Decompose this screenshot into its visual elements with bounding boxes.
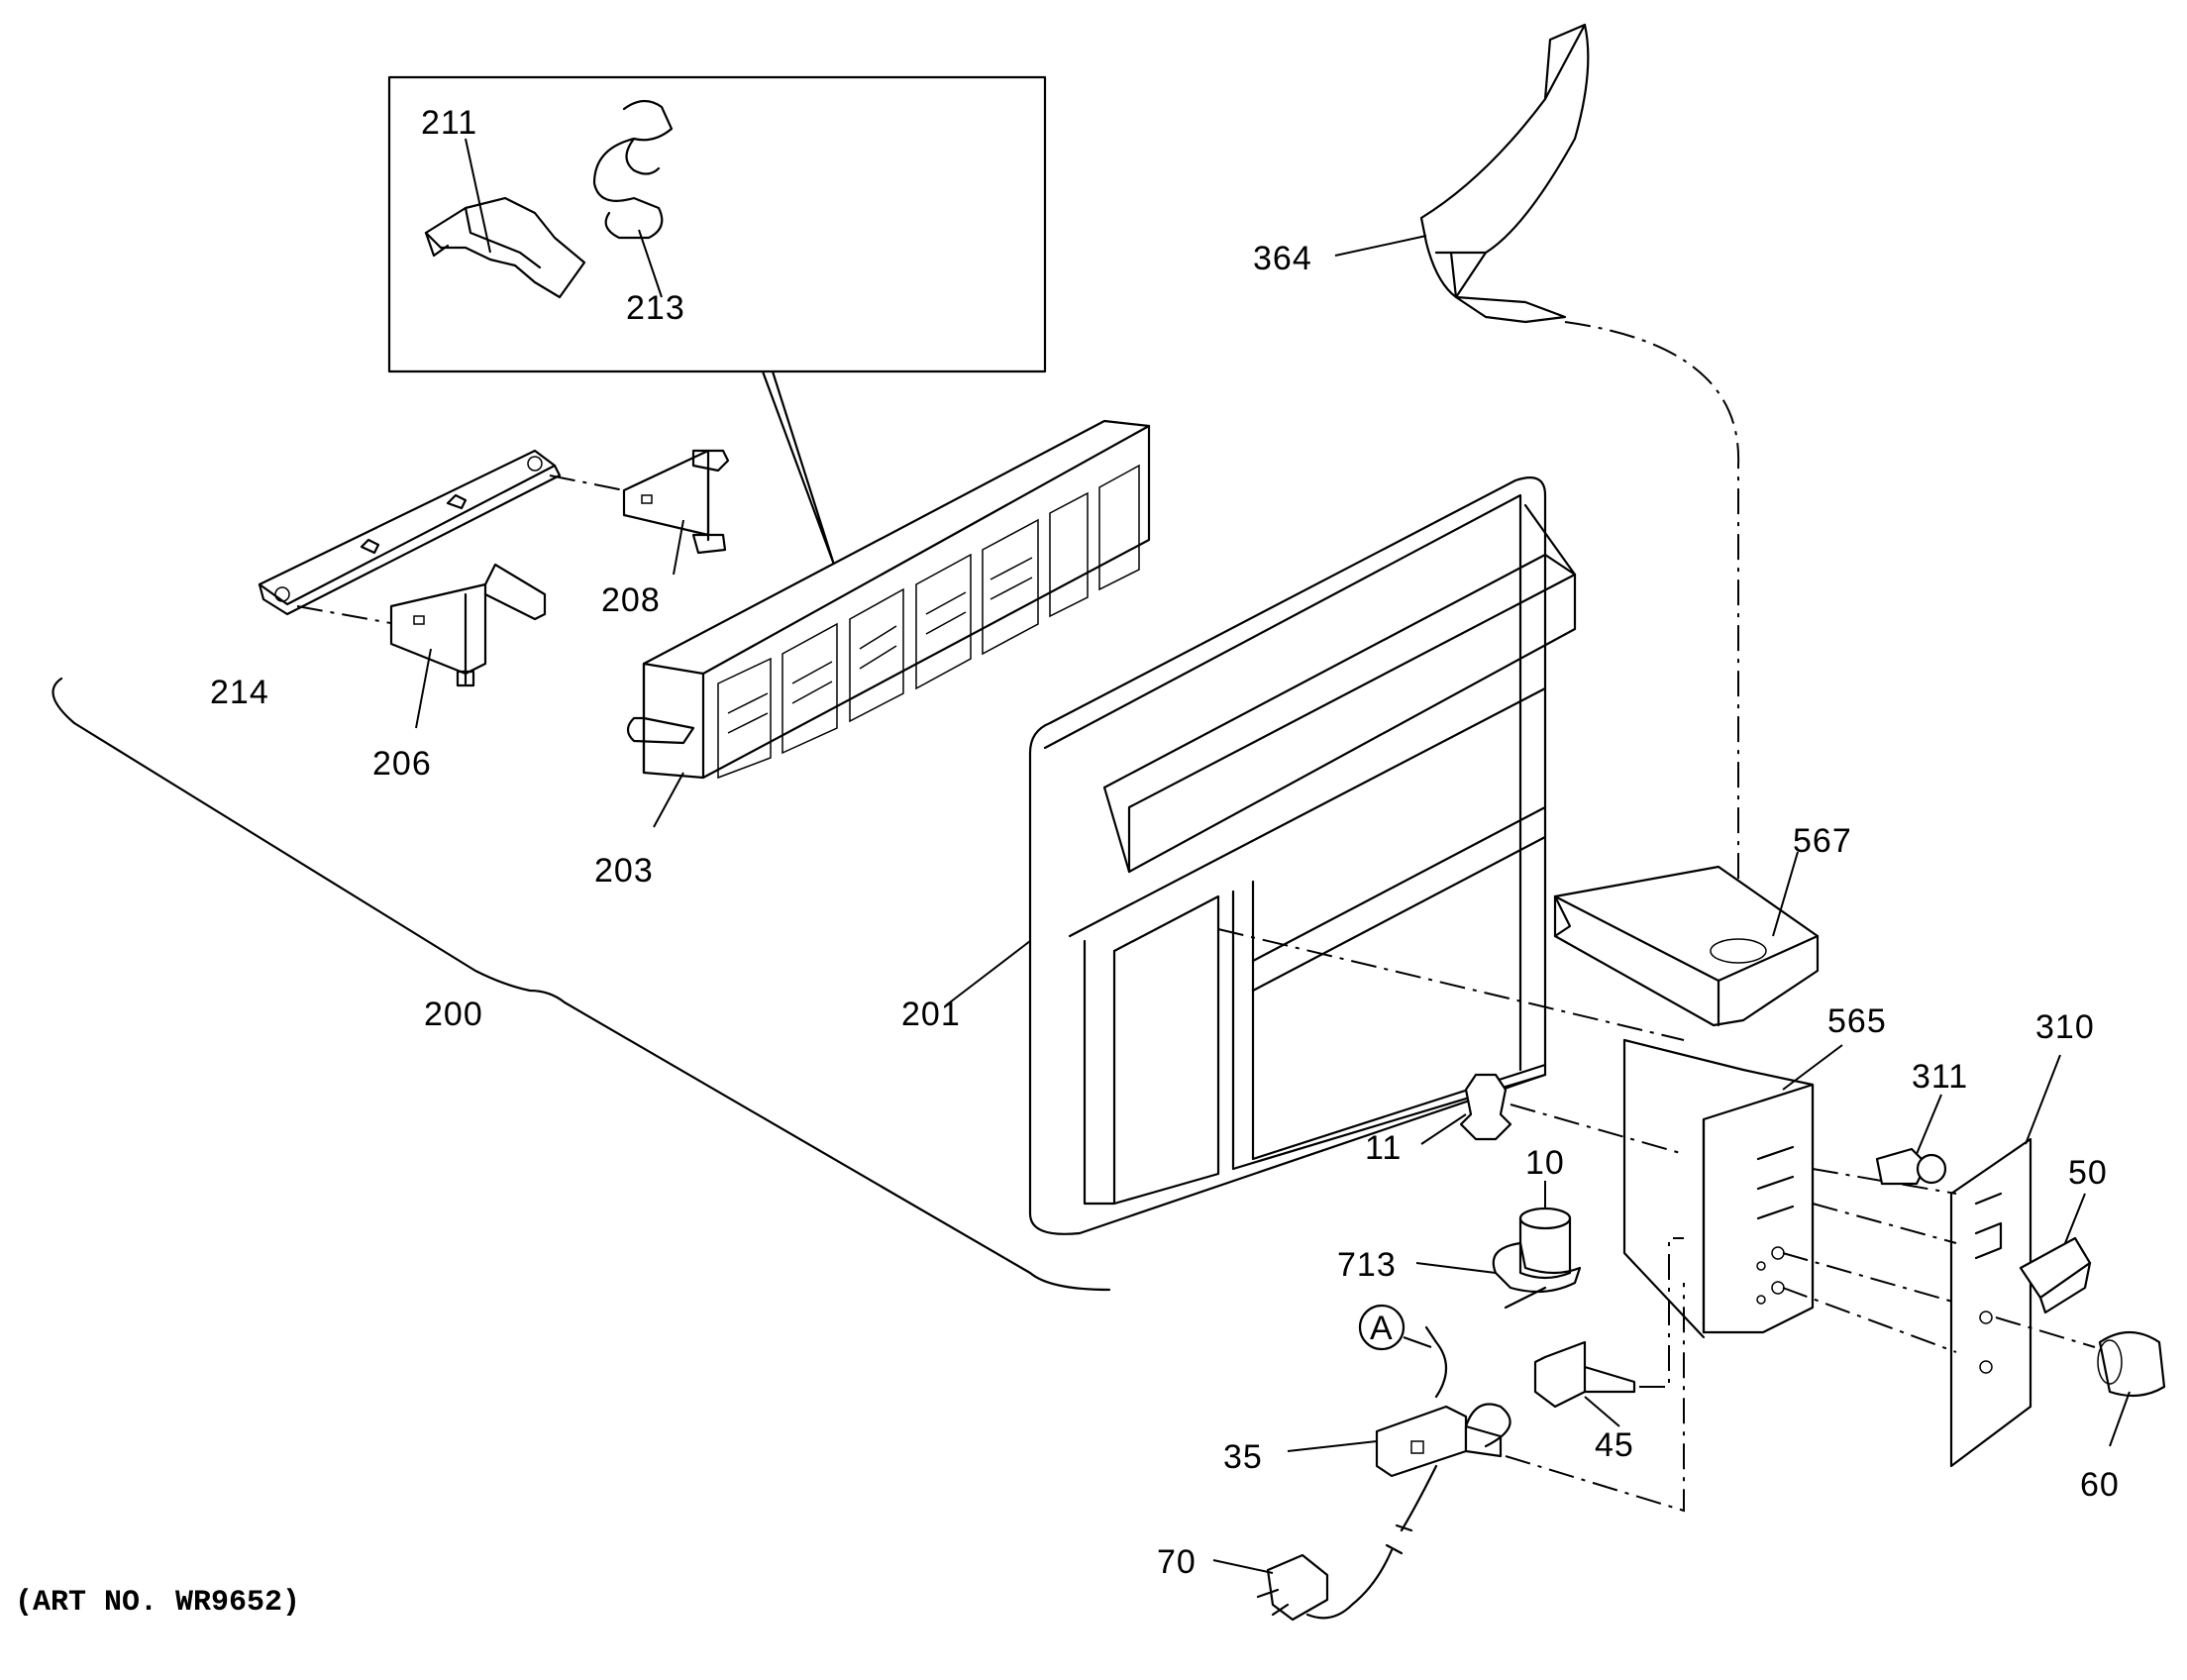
leader-201 — [945, 940, 1031, 1006]
dash-45-565 — [1639, 1237, 1684, 1388]
dash-201-565 — [1217, 928, 1685, 1041]
label-70: 70 — [1157, 1543, 1197, 1581]
lever-364 — [1419, 23, 1590, 324]
capacitor-10 — [1518, 1207, 1572, 1280]
label-50: 50 — [2068, 1154, 2108, 1192]
art-number: (ART NO. WR9652) — [15, 1586, 300, 1620]
dash-214-208 — [549, 474, 625, 491]
label-203: 203 — [594, 852, 654, 890]
detail-inset — [387, 75, 1047, 567]
label-201: 201 — [901, 996, 961, 1033]
leader-713 — [1415, 1262, 1497, 1274]
bracket-208 — [622, 449, 730, 555]
rail-214 — [258, 449, 562, 616]
dash-565-310-d — [1782, 1287, 1957, 1353]
label-565: 565 — [1827, 1002, 1887, 1040]
label-311: 311 — [1912, 1058, 1968, 1096]
label-214: 214 — [210, 674, 269, 711]
faceplate-310 — [1949, 1137, 2032, 1468]
leader-206 — [415, 648, 432, 729]
label-567: 567 — [1793, 822, 1852, 860]
power-cord-70 — [1256, 1464, 1438, 1622]
louver-assembly-203 — [626, 419, 1151, 780]
leader-567 — [1772, 851, 1799, 937]
leader-311 — [1916, 1094, 1942, 1155]
knob-60 — [2097, 1331, 2166, 1398]
leader-310 — [2025, 1054, 2061, 1145]
label-11: 11 — [1365, 1129, 1402, 1167]
lamp-311 — [1875, 1147, 1947, 1186]
leader-213 — [638, 229, 663, 298]
label-213: 213 — [626, 289, 685, 327]
label-364: 364 — [1253, 240, 1312, 277]
brace-200 — [52, 677, 1111, 1292]
leader-45 — [1584, 1396, 1620, 1427]
callout-a: A — [1358, 1304, 1432, 1351]
leader-11 — [1420, 1113, 1467, 1145]
dash-310-60 — [1995, 1316, 2096, 1348]
clip-213 — [592, 99, 674, 240]
label-208: 208 — [601, 581, 661, 619]
bracket-206 — [389, 563, 547, 687]
dash-35-565 — [1505, 1283, 1685, 1513]
label-713: 713 — [1337, 1246, 1397, 1284]
dash-214-206 — [296, 605, 397, 625]
leader-203 — [653, 772, 684, 828]
front-panel-201 — [1028, 476, 1577, 1235]
clip-211 — [424, 196, 586, 299]
fuse-holder-11 — [1459, 1073, 1512, 1141]
switch-50 — [2019, 1236, 2092, 1314]
leader-60 — [2109, 1391, 2131, 1447]
dash-11-565 — [1510, 1103, 1685, 1155]
control-box-565 — [1622, 1038, 1815, 1339]
louver-vanes — [717, 464, 1140, 780]
label-60: 60 — [2080, 1466, 2120, 1504]
strap-713 — [1492, 1241, 1582, 1310]
connector-35 — [1375, 1325, 1511, 1478]
label-206: 206 — [372, 745, 432, 783]
leader-35 — [1287, 1440, 1378, 1452]
leader-364 — [1334, 235, 1427, 257]
leader-565 — [1782, 1044, 1843, 1091]
dash-364-567 — [1564, 321, 1740, 951]
shelf-567 — [1553, 865, 1820, 1027]
switch-45 — [1533, 1340, 1636, 1409]
label-35: 35 — [1223, 1438, 1263, 1476]
label-45: 45 — [1595, 1426, 1634, 1464]
dash-565-310-c — [1782, 1252, 1957, 1304]
label-211: 211 — [421, 104, 477, 142]
leader-208 — [673, 519, 684, 576]
label-10: 10 — [1525, 1144, 1565, 1182]
leader-50 — [2064, 1193, 2086, 1244]
leader-70 — [1212, 1559, 1274, 1574]
label-200-brace: 200 — [424, 996, 483, 1033]
callout-a-letter: A — [1370, 1310, 1394, 1347]
dash-565-310-b — [1812, 1203, 1957, 1244]
leader-211 — [465, 138, 491, 254]
dash-565-310-a — [1812, 1168, 1957, 1195]
label-310: 310 — [2035, 1008, 2095, 1046]
